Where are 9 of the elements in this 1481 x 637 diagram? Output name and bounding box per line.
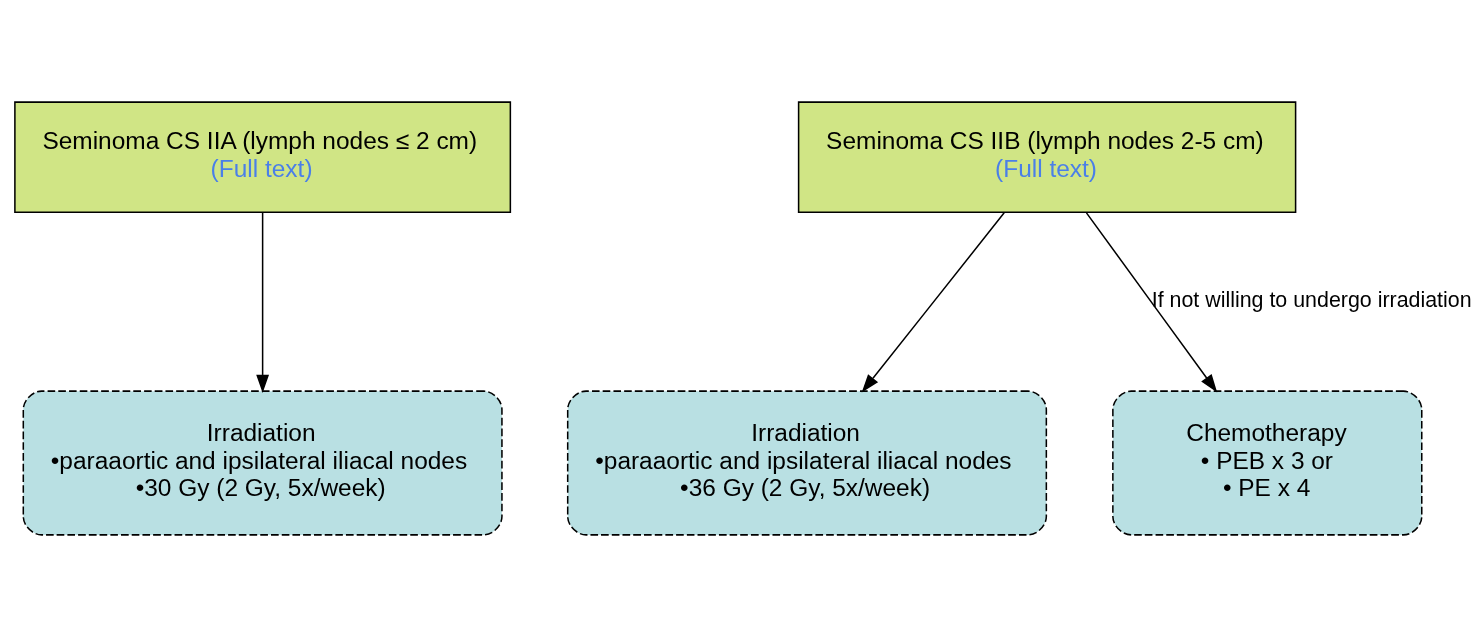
node-box: Chemotherapy • PEB x 3 or • PE x 4 bbox=[1112, 390, 1423, 536]
edge-label: If not willing to undergo irradiation bbox=[1151, 288, 1472, 313]
node-box: Seminoma CS IIA (lymph nodes ≤ 2 cm) (Full text) bbox=[14, 101, 512, 213]
arrow bbox=[861, 212, 1005, 393]
node-box: Irradiation •paraaortic and ipsilateral iliacal nodes •36 Gy (2 Gy, 5x/week) bbox=[566, 390, 1048, 536]
node-box: Seminoma CS IIB (lymph nodes 2-5 cm) (Full text) bbox=[797, 101, 1297, 213]
arrow bbox=[1085, 212, 1218, 393]
node-box: Irradiation •paraaortic and ipsilateral iliacal nodes •30 Gy (2 Gy, 5x/week) bbox=[22, 390, 503, 536]
arrow bbox=[256, 212, 270, 394]
